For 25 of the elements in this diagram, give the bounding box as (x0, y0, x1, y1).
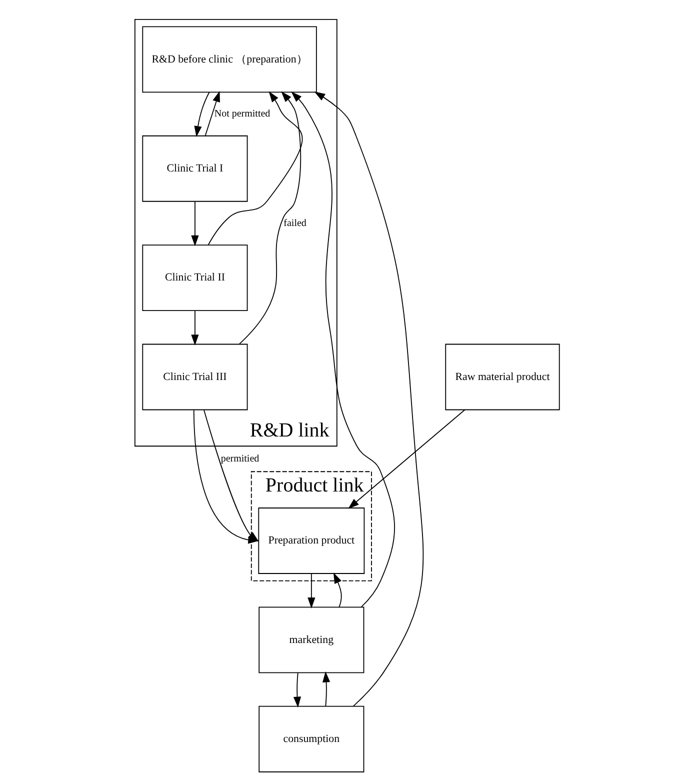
edge-label: failed (283, 218, 306, 229)
arrow (190, 201, 198, 246)
arrow (332, 572, 342, 608)
node-box: Clinic Trial III (142, 344, 248, 410)
arrow (203, 410, 258, 542)
node-box: Clinic Trial II (142, 244, 248, 312)
arrow (190, 310, 198, 346)
node-box: consumption (258, 706, 364, 772)
arrow (238, 91, 301, 344)
edge-label: permitied (220, 453, 259, 464)
node-box: Clinic Trial I (142, 135, 248, 202)
arrow (292, 672, 301, 708)
arrow (207, 91, 302, 246)
node-box: R&D before clinic （preparation） (142, 26, 316, 93)
arrow (290, 91, 394, 608)
arrow (307, 573, 315, 608)
edge-label: Not permitted (214, 108, 270, 120)
arrow (314, 92, 424, 707)
node-box: Preparation product (258, 508, 364, 574)
arrow (348, 409, 465, 509)
arrow (204, 90, 220, 136)
arrow (322, 671, 330, 707)
node-box: Raw material product (444, 344, 560, 410)
node-box: marketing (258, 606, 364, 674)
arrow (194, 92, 210, 137)
